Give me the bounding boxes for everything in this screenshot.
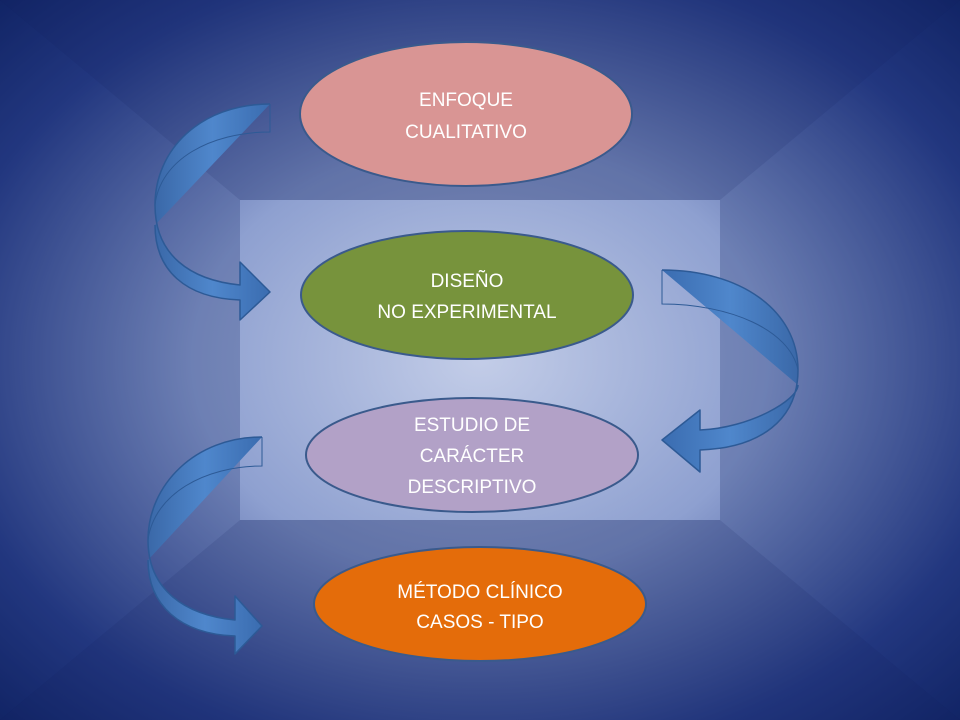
node-label-line: CUALITATIVO: [405, 122, 527, 143]
node-ellipse: [300, 230, 634, 360]
node-ellipse: [299, 41, 633, 187]
node-label-line: DISEÑO: [431, 270, 504, 292]
node-label-line: ESTUDIO DE: [414, 415, 530, 436]
curved-arrow-2-band: [661, 270, 799, 371]
node-metodo-clinico: MÉTODO CLÍNICO CASOS - TIPO: [313, 546, 647, 662]
curved-arrow-1: [154, 103, 271, 321]
node-diseno-no-experimental: DISEÑO NO EXPERIMENTAL: [300, 230, 634, 360]
node-label-line: ENFOQUE: [419, 90, 513, 111]
node-enfoque-cualitativo: ENFOQUE CUALITATIVO: [299, 41, 633, 187]
node-label-line: CARÁCTER: [420, 446, 525, 467]
node-label-line: MÉTODO CLÍNICO: [397, 582, 562, 603]
curved-arrow-3-band: [147, 437, 263, 541]
curved-arrow-3: [147, 436, 263, 655]
bg-bevel-right: [720, 0, 960, 720]
curved-arrow-1-band: [154, 104, 271, 206]
node-ellipse: [313, 546, 647, 662]
node-label-line: CASOS - TIPO: [416, 612, 543, 633]
node-ellipse: [305, 397, 639, 513]
node-label-line: NO EXPERIMENTAL: [377, 302, 556, 323]
node-estudio-descriptivo: ESTUDIO DE CARÁCTER DESCRIPTIVO: [305, 397, 639, 513]
curved-arrow-2: [661, 269, 799, 473]
node-label-line: DESCRIPTIVO: [408, 477, 537, 498]
